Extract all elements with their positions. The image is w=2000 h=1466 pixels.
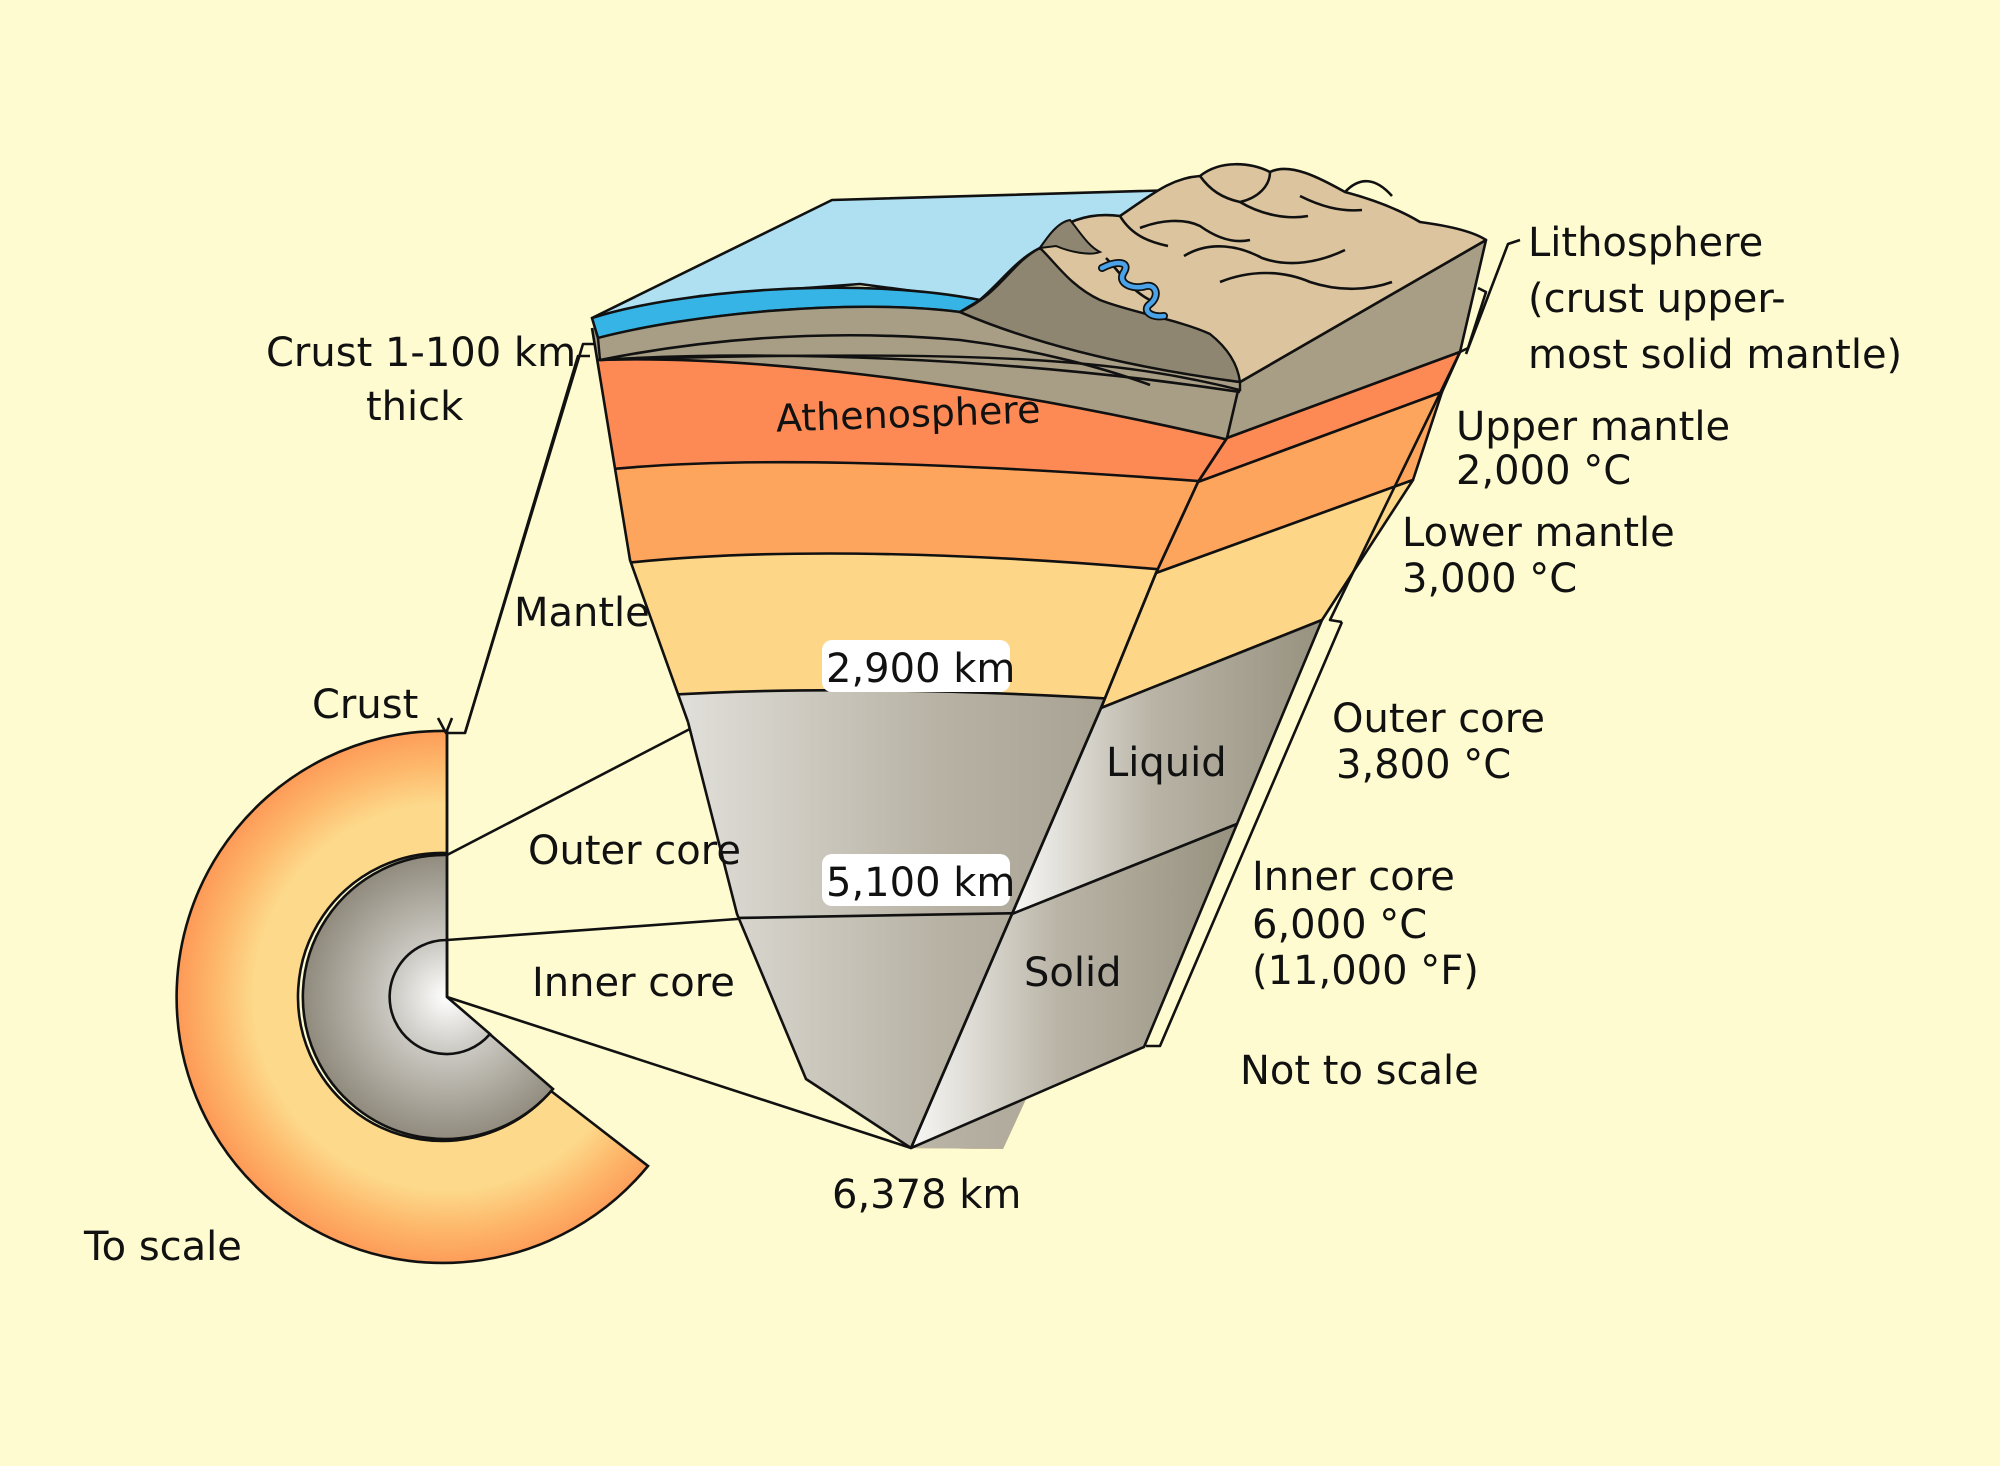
crust-arrow xyxy=(436,717,454,735)
depth-6378-label: 6,378 km xyxy=(832,1172,1021,1218)
lower-mantle-label: Lower mantle xyxy=(1402,510,1675,556)
liquid-label: Liquid xyxy=(1106,740,1227,786)
outer-core-temp: 3,800 °C xyxy=(1336,742,1511,788)
athenosphere-label: Athenosphere xyxy=(775,387,1041,440)
labels: Crust 1-100 km thick Athenosphere Mantle… xyxy=(83,220,1902,1270)
right-bracket xyxy=(1146,238,1521,1048)
lithosphere-label-3: most solid mantle) xyxy=(1528,332,1902,378)
to-scale-cutaway xyxy=(175,717,650,1265)
upper-mantle-label: Upper mantle xyxy=(1456,404,1730,450)
lithosphere-label-2: (crust upper- xyxy=(1528,276,1786,322)
depth-2900-label: 2,900 km xyxy=(826,646,1015,692)
crust-thickness-label: Crust 1-100 km xyxy=(266,330,576,376)
lower-mantle-temp: 3,000 °C xyxy=(1402,556,1577,602)
inner-core-label: Inner core xyxy=(532,960,735,1006)
crust-label: Crust xyxy=(312,682,418,728)
lithosphere-label: Lithosphere xyxy=(1528,220,1763,266)
mantle-ring xyxy=(175,729,650,1265)
outer-core-right-label: Outer core xyxy=(1332,696,1545,742)
upper-mantle-temp: 2,000 °C xyxy=(1456,448,1631,494)
inner-core-temp-c: 6,000 °C xyxy=(1252,902,1427,948)
inner-core-temp-f: (11,000 °F) xyxy=(1252,948,1479,994)
solid-label: Solid xyxy=(1024,950,1121,996)
inner-core-disc xyxy=(388,938,492,1056)
to-scale-label: To scale xyxy=(83,1224,242,1270)
mantle-label: Mantle xyxy=(514,590,650,636)
mountain-range-icon xyxy=(958,246,1242,384)
outer-core-label: Outer core xyxy=(528,828,741,874)
not-to-scale-label: Not to scale xyxy=(1240,1048,1479,1094)
depth-5100-label: 5,100 km xyxy=(826,860,1015,906)
inner-core-right-label: Inner core xyxy=(1252,854,1455,900)
crust-thickness-label-2: thick xyxy=(366,384,464,430)
